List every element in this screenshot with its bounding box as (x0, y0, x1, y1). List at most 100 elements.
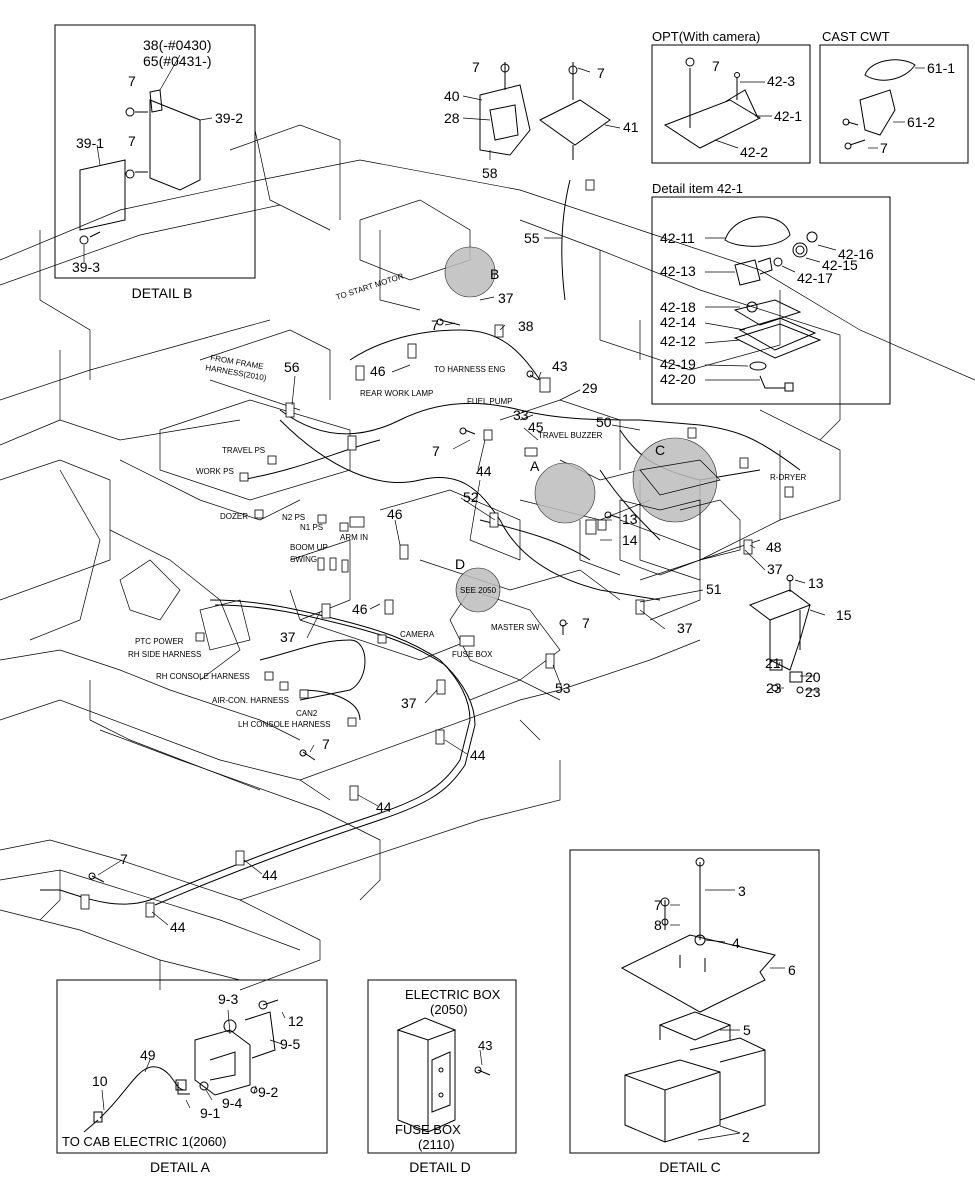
detail-c-caption: DETAIL C (659, 1159, 720, 1175)
detail-421-label: 42-17 (797, 270, 833, 286)
detail-a-box (56, 979, 328, 1154)
harness-label: CAMERA (400, 630, 435, 639)
harness-label: DOZER (220, 512, 248, 521)
harness-label: N1 PS (300, 523, 323, 532)
harness-label: FUEL PUMP (467, 397, 513, 406)
callout-number: 15 (836, 607, 852, 623)
harness-label: SEE 2050 (460, 586, 497, 595)
callout-number: 37 (401, 695, 417, 711)
harness-label: SWING (290, 555, 317, 564)
detail-421-title: Detail item 42-1 (652, 181, 743, 196)
callout-number: 29 (582, 380, 598, 396)
harness-label: TRAVEL PS (222, 446, 265, 455)
cast-cwt-label: 61-2 (907, 114, 935, 130)
harness-label: R-DRYER (770, 473, 807, 482)
detail-a-label: 12 (288, 1013, 304, 1029)
callout-number: 58 (482, 165, 498, 181)
top-components (479, 75, 611, 160)
callout-number: 48 (766, 539, 782, 555)
callout-number: 7 (431, 317, 439, 333)
detail-b-label: 65(#0431-) (143, 53, 212, 69)
opt-camera-label: 42-3 (767, 73, 795, 89)
callout-number: 46 (352, 601, 368, 617)
detail-421-label: 42-12 (660, 333, 696, 349)
detail-a-label: 9-4 (222, 1095, 242, 1111)
callout-number: 23 (766, 680, 782, 696)
callout-number: 53 (555, 680, 571, 696)
opt-camera-box (651, 44, 811, 164)
detail-a-label: 9-3 (218, 991, 238, 1007)
callout-number: 51 (706, 581, 722, 597)
callout-number: 7 (597, 65, 605, 81)
harness-label: MASTER SW (491, 623, 540, 632)
detail-marker-b (444, 246, 496, 298)
detail-a-label: 9-1 (200, 1105, 220, 1121)
detail-b-label: 39-2 (215, 110, 243, 126)
cast-cwt-label: 61-1 (927, 60, 955, 76)
detail-a-label: TO CAB ELECTRIC 1(2060) (62, 1134, 226, 1149)
detail-c-label: 8 (654, 917, 662, 933)
callout-number: B (490, 266, 499, 282)
cast-cwt-box (819, 44, 969, 164)
callout-number: A (530, 458, 540, 474)
detail-421-label: 42-11 (660, 230, 695, 246)
detail-d-label: (2110) (418, 1137, 455, 1152)
callout-number: 50 (596, 414, 612, 430)
connectors (80, 179, 794, 918)
callout-number: 7 (432, 443, 440, 459)
detail-a-caption: DETAIL A (150, 1159, 211, 1175)
detail-b-label: 38(-#0430) (143, 37, 212, 53)
callout-number: 46 (387, 506, 403, 522)
cast-cwt-label: 7 (880, 140, 888, 156)
detail-a-label: 10 (92, 1073, 108, 1089)
detail-marker-a (534, 462, 596, 524)
detail-b-box (54, 24, 256, 279)
detail-c-label: 5 (743, 1022, 751, 1038)
callout-number: D (455, 556, 465, 572)
callout-number: 40 (444, 88, 460, 104)
detail-d-caption: DETAIL D (409, 1159, 470, 1175)
detail-d-box (367, 979, 517, 1154)
callout-number: 13 (622, 511, 638, 527)
detail-421-label: 42-18 (660, 299, 696, 315)
callout-number: 44 (376, 799, 392, 815)
detail-421-label: 42-16 (838, 246, 874, 262)
opt-camera-label: 42-1 (774, 108, 802, 124)
callout-number: 41 (623, 119, 639, 135)
cast-cwt-title: CAST CWT (822, 29, 890, 44)
detail-c-label: 6 (788, 962, 796, 978)
detail-b-label: 39-3 (72, 259, 100, 275)
upper-frame-drawing (0, 124, 975, 991)
callout-number: 7 (120, 851, 128, 867)
detail-421-label: 42-13 (660, 263, 696, 279)
callout-number: 37 (677, 620, 693, 636)
callout-number: 44 (262, 867, 278, 883)
callout-number: 55 (524, 230, 540, 246)
harness-label: RH CONSOLE HARNESS (156, 672, 250, 681)
detail-d-label: 43 (478, 1038, 492, 1053)
harness-label: FUSE BOX (452, 650, 493, 659)
detail-d-label: (2050) (430, 1002, 468, 1017)
harness-label: N2 PS (282, 513, 305, 522)
detail-421-label: 42-20 (660, 371, 696, 387)
detail-c-label: 2 (742, 1129, 750, 1145)
callout-number: 56 (284, 359, 300, 375)
callout-number: 46 (370, 363, 386, 379)
callout-number: C (655, 442, 665, 458)
detail-a-label: 49 (140, 1047, 156, 1063)
callout-number: 38 (518, 318, 534, 334)
callout-number: 20 (805, 669, 821, 685)
harness-label: ARM IN (340, 533, 368, 542)
harness-label: TO HARNESS ENG (434, 365, 505, 374)
detail-b-label: 39-1 (76, 135, 104, 151)
detail-c-box (569, 849, 820, 1154)
harness-label: TRAVEL BUZZER (538, 431, 603, 440)
detail-a-label: 9-2 (258, 1084, 278, 1100)
harness-label: WORK PS (196, 467, 234, 476)
callout-number: 7 (582, 615, 590, 631)
harness-label: AIR-CON. HARNESS (212, 696, 289, 705)
opt-camera-label: 42-2 (740, 144, 768, 160)
detail-b-caption: DETAIL B (132, 285, 193, 301)
